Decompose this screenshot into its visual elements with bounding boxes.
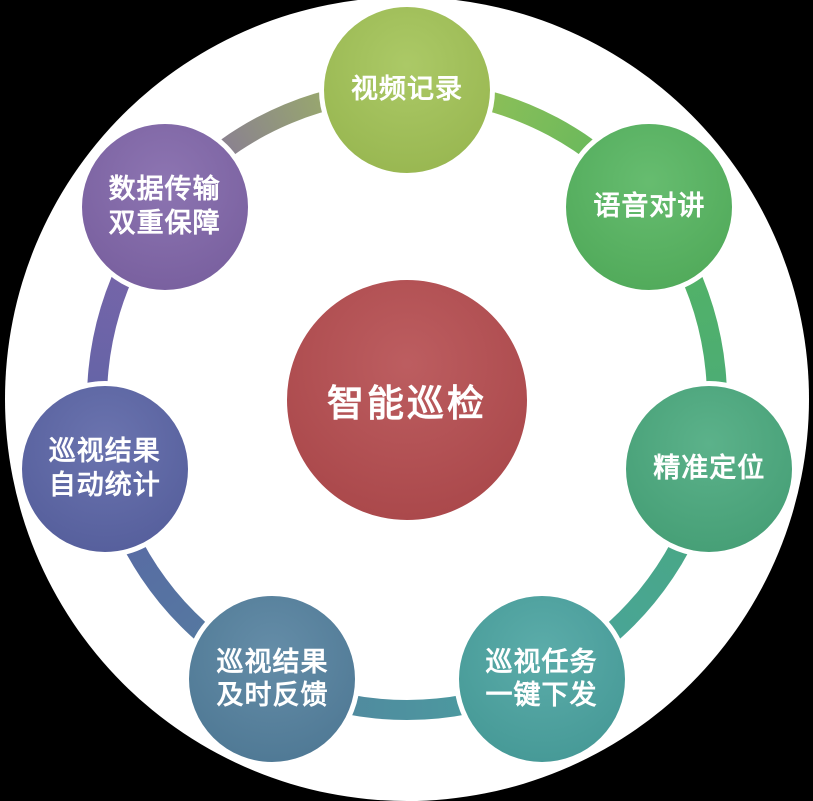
satellite-circle: 数据传输 双重保障 bbox=[76, 118, 253, 295]
satellite-label: 巡视任务 一键下发 bbox=[485, 646, 598, 712]
satellite-label: 巡视结果 及时反馈 bbox=[216, 646, 329, 712]
center-circle: 智能巡检 bbox=[282, 275, 532, 525]
satellite-circle: 巡视结果 及时反馈 bbox=[184, 591, 361, 768]
satellite-circle: 精准定位 bbox=[621, 380, 798, 557]
satellite-label: 精准定位 bbox=[653, 453, 766, 485]
satellite-circle: 视频记录 bbox=[319, 2, 495, 178]
satellite-circle: 巡视结果 自动统计 bbox=[16, 380, 193, 557]
satellite-label: 语音对讲 bbox=[593, 190, 706, 222]
satellite-label: 视频记录 bbox=[351, 74, 463, 106]
satellite-circle: 语音对讲 bbox=[561, 118, 738, 295]
satellite-circle: 巡视任务 一键下发 bbox=[453, 591, 630, 768]
satellite-label: 巡视结果 自动统计 bbox=[48, 436, 161, 501]
center-label: 智能巡检 bbox=[327, 382, 487, 425]
satellite-label: 数据传输 双重保障 bbox=[108, 173, 221, 239]
